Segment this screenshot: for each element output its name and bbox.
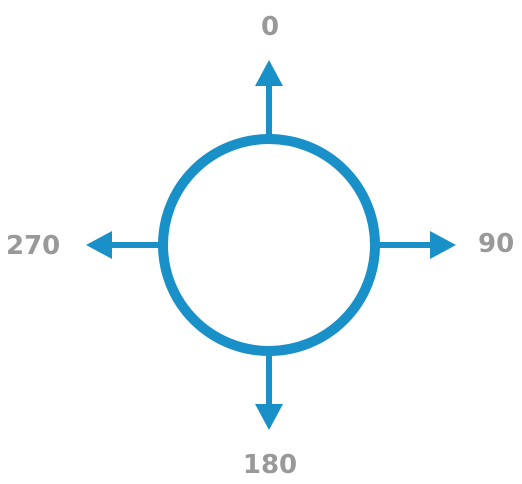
center-circle — [158, 134, 380, 356]
arrowhead-down-icon — [255, 404, 283, 430]
direction-label-right: 90 — [478, 229, 515, 259]
direction-label-left: 270 — [6, 231, 61, 261]
arrowhead-right-icon — [430, 231, 456, 259]
arrowhead-up-icon — [255, 60, 283, 86]
arrowhead-left-icon — [86, 231, 112, 259]
direction-label-bottom: 180 — [242, 450, 298, 480]
direction-label-top: 0 — [260, 12, 280, 42]
